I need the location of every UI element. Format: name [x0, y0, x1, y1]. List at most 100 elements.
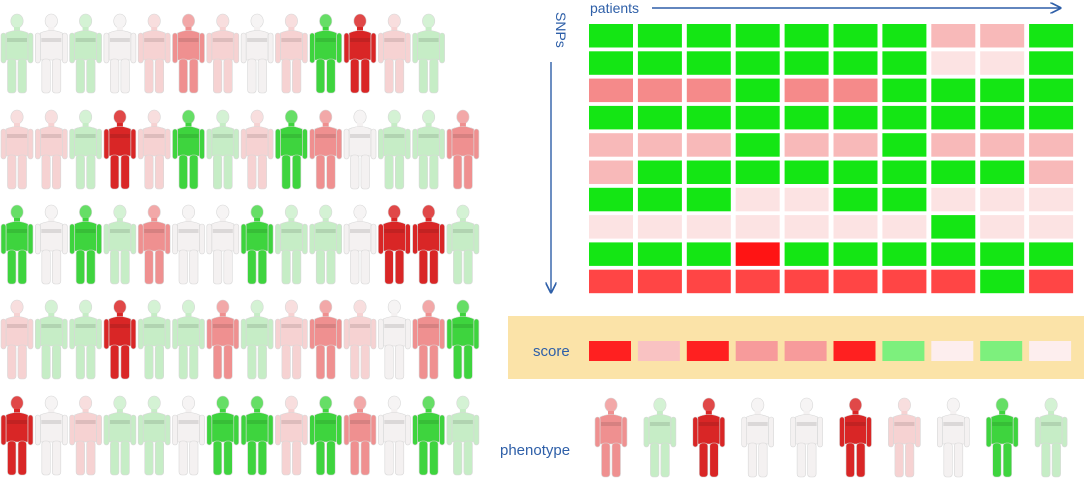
person-icon: [172, 204, 205, 285]
person-icon: [0, 299, 34, 380]
person-icon: [0, 109, 34, 190]
person-icon: [69, 13, 102, 94]
person-icon: [692, 397, 726, 478]
person-icon: [0, 395, 34, 476]
snp-cell: [980, 78, 1025, 103]
snp-cell: [833, 242, 878, 266]
snp-cell: [686, 269, 731, 294]
snp-cell: [882, 242, 927, 266]
snp-cell: [882, 215, 927, 239]
snp-cell: [833, 78, 878, 103]
snp-cell: [882, 105, 927, 130]
person-icon: [412, 109, 445, 190]
snp-cell: [882, 133, 927, 157]
snp-cell: [686, 133, 731, 157]
snp-cell: [882, 51, 927, 75]
snp-cell: [589, 51, 633, 75]
snp-cell: [735, 24, 780, 48]
snp-cell: [589, 242, 633, 266]
snp-cell: [589, 24, 633, 48]
snp-matrix: [589, 24, 1074, 294]
person-icon: [1034, 397, 1068, 478]
phenotype-row: [594, 397, 1068, 478]
snp-cell: [637, 133, 682, 157]
person-icon: [206, 395, 240, 476]
snp-cell: [735, 215, 780, 239]
person-icon: [206, 204, 240, 285]
snp-cell: [735, 133, 780, 157]
snp-cell: [784, 215, 829, 239]
person-icon: [0, 13, 34, 94]
snp-cell: [686, 105, 731, 130]
snp-cell: [931, 133, 976, 157]
person-icon: [103, 109, 137, 190]
snp-cell: [931, 51, 976, 75]
snp-cell: [686, 242, 731, 266]
snp-cell: [735, 187, 780, 212]
snp-cell: [833, 51, 878, 75]
person-icon: [446, 109, 480, 190]
snp-cell: [637, 269, 682, 294]
snp-cell: [589, 187, 633, 212]
snp-cell: [833, 24, 878, 48]
snp-cell: [980, 269, 1025, 294]
score-label: score: [533, 343, 570, 360]
person-icon: [377, 299, 411, 380]
snp-cell: [589, 269, 633, 294]
person-icon: [888, 397, 921, 478]
score-cell: [931, 341, 974, 361]
person-icon: [34, 109, 68, 190]
snp-cell: [980, 51, 1025, 75]
snp-cell: [686, 160, 731, 184]
snp-cell: [1029, 160, 1074, 184]
person-icon: [446, 299, 480, 380]
person-icon: [137, 13, 171, 94]
score-cell: [589, 341, 631, 361]
score-cell: [882, 341, 925, 361]
snp-cell: [980, 133, 1025, 157]
person-icon: [343, 13, 377, 94]
person-icon: [412, 204, 445, 285]
person-icon: [741, 397, 775, 478]
snp-cell: [686, 51, 731, 75]
snp-cell: [980, 24, 1025, 48]
snp-cell: [931, 187, 976, 212]
person-icon: [69, 204, 102, 285]
person-icon: [34, 395, 68, 476]
snp-cell: [735, 105, 780, 130]
snp-cell: [1029, 24, 1074, 48]
snp-cell: [589, 215, 633, 239]
snp-cell: [637, 105, 682, 130]
score-cell: [637, 341, 680, 361]
snp-cell: [931, 160, 976, 184]
person-icon: [343, 395, 377, 476]
snp-cell: [931, 215, 976, 239]
snp-cell: [589, 160, 633, 184]
snp-cell: [833, 187, 878, 212]
person-icon: [172, 299, 205, 380]
snps-axis-label: SNPs: [553, 12, 569, 48]
score-cell: [784, 341, 827, 361]
snp-cell: [637, 24, 682, 48]
person-icon: [137, 109, 171, 190]
person-icon: [377, 13, 411, 94]
snp-cell: [1029, 242, 1074, 266]
snp-cell: [1029, 133, 1074, 157]
snp-cell: [1029, 78, 1074, 103]
person-icon: [240, 395, 274, 476]
person-icon: [206, 109, 240, 190]
person-icon: [446, 204, 480, 285]
snp-cell: [882, 24, 927, 48]
snp-cell: [931, 269, 976, 294]
person-icon: [309, 395, 343, 476]
person-icon: [172, 109, 205, 190]
score-row: [589, 341, 1072, 361]
snp-cell: [686, 187, 731, 212]
person-icon: [69, 109, 102, 190]
snp-cell: [589, 105, 633, 130]
snp-cell: [784, 242, 829, 266]
snp-cell: [1029, 269, 1074, 294]
person-icon: [377, 395, 411, 476]
person-icon: [103, 204, 137, 285]
